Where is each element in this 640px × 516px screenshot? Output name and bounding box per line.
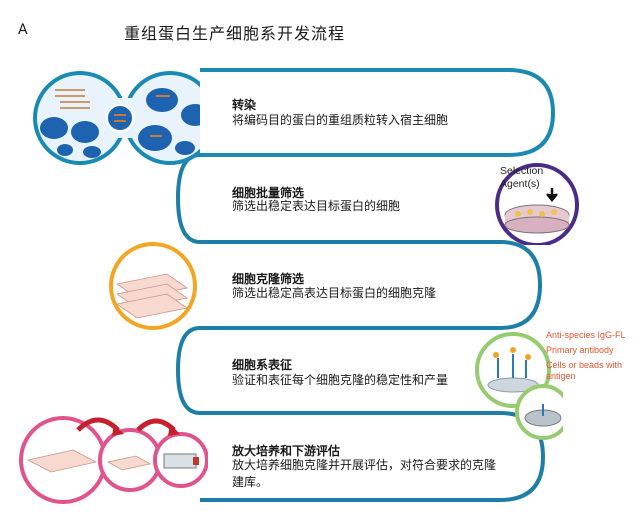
page-title: 重组蛋白生产细胞系开发流程: [124, 24, 346, 43]
annotation-anti-species: Anti-species IgG-FL: [546, 330, 626, 340]
step5-desc-line1: 放大培养细胞克隆并开展评估，对符合要求的克隆: [232, 458, 497, 472]
well-plates-icon: [109, 242, 197, 330]
transfection-cells-icon: [33, 71, 200, 165]
selection-agent-label: Selection Agent(s): [500, 165, 543, 191]
step1-desc: 将编码目的蛋白的重组质粒转入宿主细胞: [232, 113, 449, 127]
step1-title: 转染: [232, 98, 257, 112]
step2-desc: 筛选出稳定表达目标蛋白的细胞: [232, 199, 401, 213]
step4-desc: 验证和表征每个细胞克隆的稳定性和产量: [232, 373, 449, 387]
selection-line2: Agent(s): [500, 178, 540, 190]
step5-desc-line2: 建库。: [232, 475, 269, 489]
annotation-primary-antibody: Primary antibody: [546, 345, 614, 355]
step4-band: [175, 326, 500, 415]
annotation-antigen: antigen: [546, 371, 576, 381]
step3-desc: 筛选出稳定高表达目标蛋白的细胞克隆: [232, 286, 437, 300]
step1-band: [200, 68, 556, 157]
scale-up-flasks-icon: [19, 416, 208, 504]
step2-title: 细胞批量筛选: [232, 186, 305, 200]
annotation-cells-beads: Cells or beads with: [546, 360, 623, 370]
step3-band: [200, 240, 543, 330]
antibody-binding-icon: [475, 332, 563, 440]
step5-title: 放大培养和下游评估: [232, 444, 341, 458]
step3-title: 细胞克隆筛选: [232, 272, 305, 286]
step4-title: 细胞系表征: [232, 358, 293, 372]
selection-dish-icon: [495, 163, 579, 245]
selection-line1: Selection: [500, 165, 544, 177]
panel-letter: A: [18, 22, 28, 38]
